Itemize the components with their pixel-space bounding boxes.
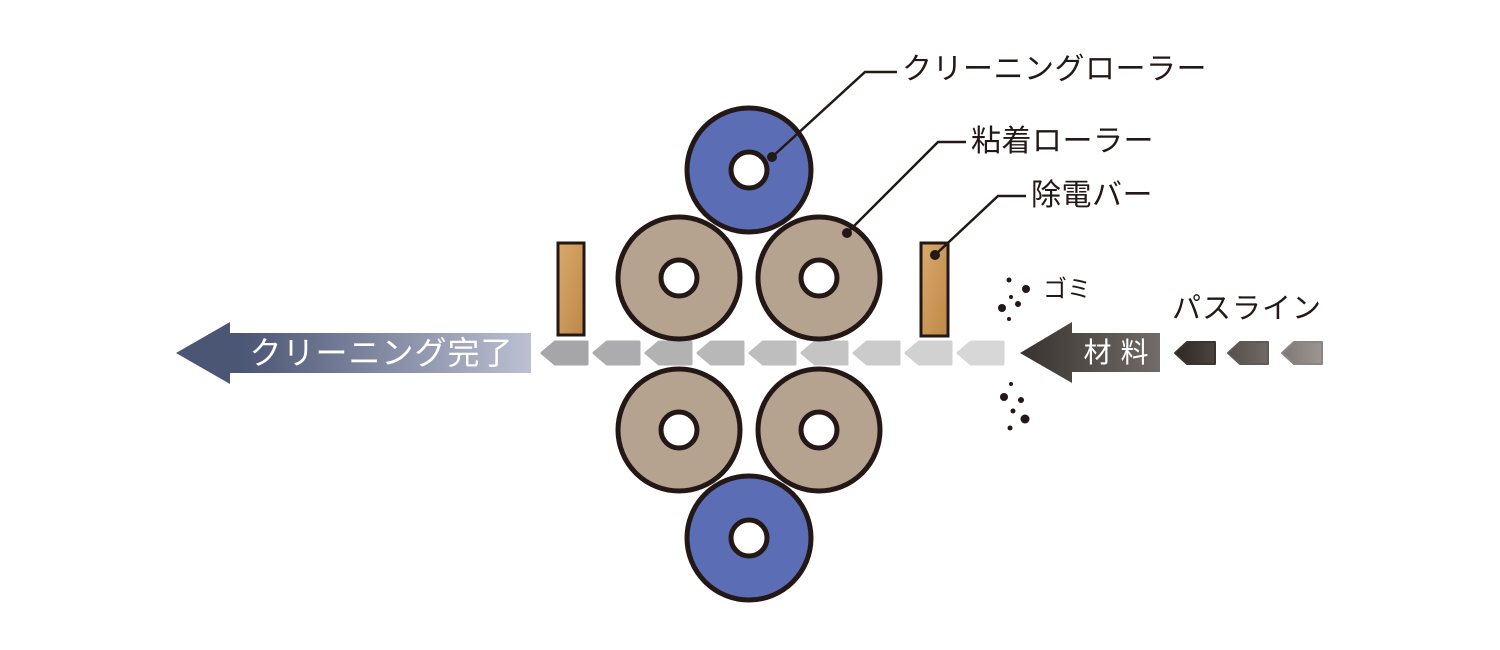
leader-dots [767,152,940,260]
label-static-eliminator-bar: 除電バー [1031,178,1153,213]
cleaning-complete-arrow [176,322,531,384]
roller-holes [658,149,840,559]
label-material: 材 料 [1083,336,1149,369]
label-adhesive-roller: 粘着ローラー [971,124,1154,159]
label-cleaning-complete: クリーニング完了 [249,334,514,372]
adhesive-rollers [615,214,883,494]
pass-line-chevrons [540,340,1005,366]
label-pass-line: パスライン [1172,291,1323,325]
passline-entry-chevrons [1174,341,1323,365]
leader-line-cleaning-roller [771,70,897,158]
leader-lines [771,70,1026,256]
static-bar-left [556,241,586,337]
dust-dots [998,277,1030,431]
label-cleaning-roller: クリーニングローラー [902,52,1207,87]
label-dust: ゴミ [1043,275,1091,303]
leader-line-adhesive-roller [846,140,966,234]
material-arrow [1020,322,1160,383]
leader-line-static-bar [934,194,1026,256]
